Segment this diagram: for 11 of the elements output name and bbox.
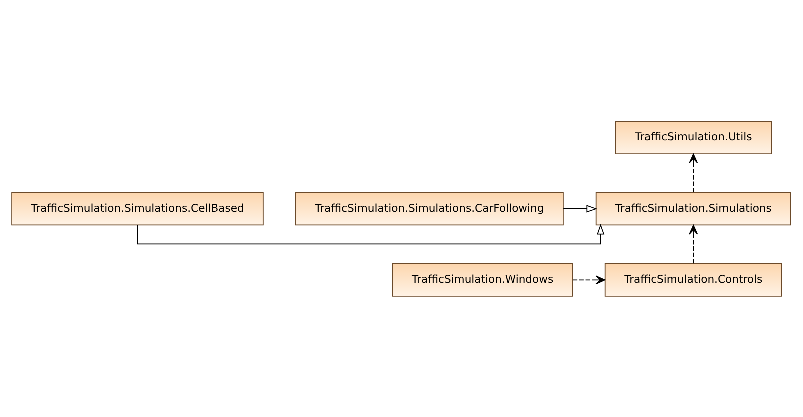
arrow — [137, 223, 605, 244]
node-box: TrafficSimulation.Simulations.CellBased — [12, 192, 264, 226]
arrow — [563, 204, 598, 212]
node-box: TrafficSimulation.Simulations — [596, 192, 792, 226]
node-box: TrafficSimulation.Utils — [615, 120, 772, 154]
node-box: TrafficSimulation.Windows — [392, 263, 574, 296]
node-box: TrafficSimulation.Controls — [604, 263, 782, 296]
arrow — [689, 153, 698, 192]
arrow — [689, 224, 698, 264]
node-box: TrafficSimulation.Simulations.CarFollowing — [295, 192, 564, 226]
arrow — [572, 275, 606, 284]
